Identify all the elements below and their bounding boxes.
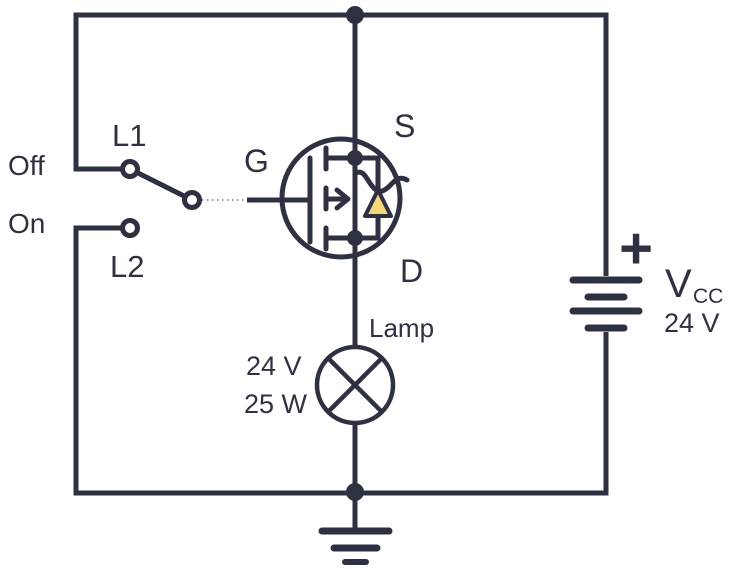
lamp-power-label: 25 W	[244, 389, 308, 419]
ground-symbol	[318, 527, 393, 565]
lamp-name-label: Lamp	[369, 313, 434, 343]
switch-terminal-l1[interactable]	[120, 159, 140, 179]
battery-voltage-label: 24 V	[664, 308, 720, 338]
battery-positive-icon: +	[619, 216, 653, 281]
junction-dot-top	[346, 6, 364, 24]
lamp-voltage-label: 24 V	[246, 351, 302, 381]
wire-bottom-loop	[73, 225, 609, 496]
battery-name-subscript: CC	[693, 285, 723, 308]
gate-label: G	[244, 143, 269, 179]
switch-off-label: Off	[8, 150, 45, 181]
switch-on-label: On	[8, 208, 45, 239]
selector-switch[interactable]	[120, 159, 248, 238]
wire-top-loop	[73, 12, 609, 276]
junction-dot-bottom	[346, 483, 364, 501]
source-label: S	[394, 108, 415, 144]
lamp-cross-line-2	[326, 356, 384, 414]
mosfet-body-diode-icon	[363, 188, 393, 218]
terminal-l2-label: L2	[110, 249, 144, 284]
mosfet-body-arrow-icon	[325, 187, 351, 211]
drain-label: D	[400, 253, 423, 289]
lamp-symbol	[314, 344, 396, 426]
terminal-l1-label: L1	[112, 118, 146, 153]
mosfet-diode-cathode-wave	[353, 169, 410, 194]
mosfet-body-circle	[279, 136, 403, 260]
switch-terminal-l2[interactable]	[120, 218, 140, 238]
switch-arm[interactable]	[135, 170, 187, 199]
mosfet-symbol	[279, 136, 410, 260]
battery-symbol	[569, 276, 643, 332]
wire-network	[73, 12, 609, 528]
battery-name-label: V	[665, 262, 692, 306]
switch-pivot[interactable]	[182, 190, 202, 210]
